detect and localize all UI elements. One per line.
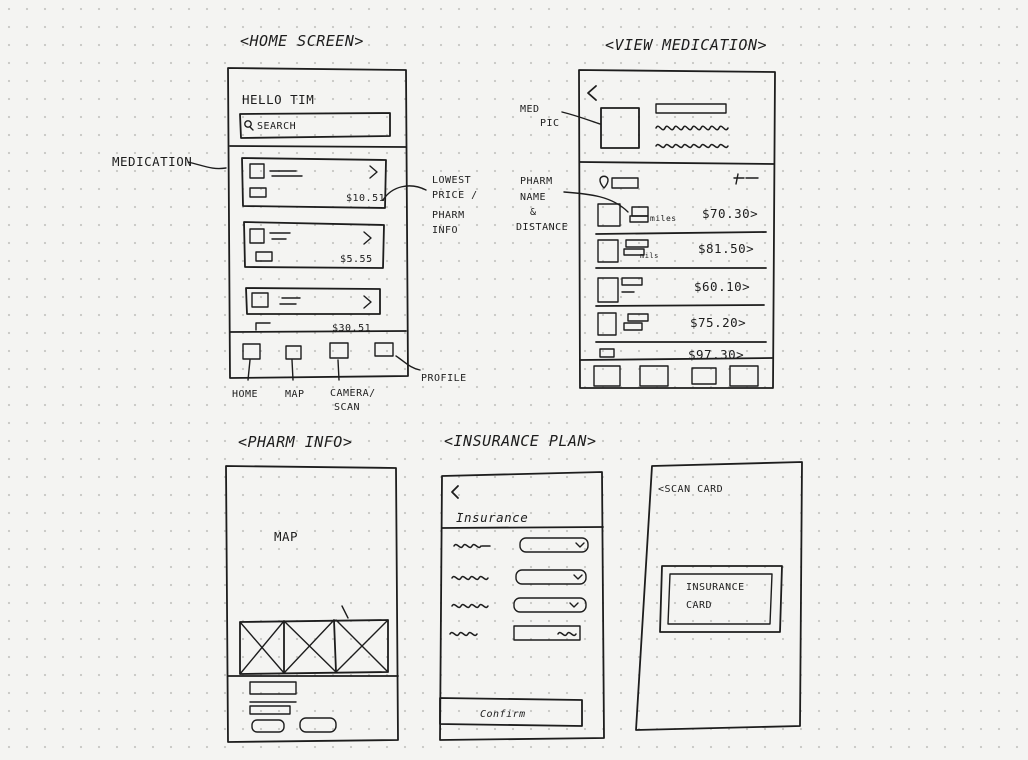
insurance-heading: Insurance xyxy=(456,510,528,525)
map-label: MAP xyxy=(274,529,298,544)
svg-text:PHARM: PHARM xyxy=(520,176,553,187)
pharmacy-row[interactable]: $60.10> xyxy=(597,277,750,303)
confirm-label: Confirm xyxy=(480,709,526,720)
back-chevron-icon[interactable] xyxy=(587,85,597,101)
profile-nav-icon[interactable] xyxy=(374,342,394,357)
medication-card[interactable]: $10.51 xyxy=(241,157,387,209)
insurance-dropdown[interactable] xyxy=(519,537,589,553)
svg-text:miles: miles xyxy=(650,214,677,223)
card-price: $10.51 xyxy=(346,193,385,204)
view-medication-annotations: MED PIC PHARM NAME & DISTANCE xyxy=(516,104,629,233)
card-price: $30.51 xyxy=(332,323,371,334)
svg-text:mils: mils xyxy=(640,252,659,260)
home-screen: <HOME SCREEN> HELLO TIM SEARCH $10.51 xyxy=(227,32,409,379)
scan-card-title: <SCAN CARD xyxy=(658,484,723,495)
location-pin-icon xyxy=(599,175,609,189)
pharmacy-row[interactable]: $75.20> xyxy=(597,312,746,336)
pharmacy-price: $70.30> xyxy=(702,206,758,221)
search-icon xyxy=(244,120,252,128)
filter-icon xyxy=(733,173,759,185)
chevron-right-icon xyxy=(369,165,378,179)
insurance-plan-title: <INSURANCE PLAN> xyxy=(444,432,597,450)
pharmacy-row[interactable]: mils $81.50> xyxy=(597,239,754,263)
action-button[interactable] xyxy=(299,717,337,733)
action-button[interactable] xyxy=(251,719,285,733)
pharmacy-price: $75.20> xyxy=(690,315,746,330)
chevron-right-icon xyxy=(363,231,372,245)
search-placeholder: SEARCH xyxy=(257,121,296,132)
insurance-dropdown[interactable] xyxy=(515,569,587,585)
card-label-line1: INSURANCE xyxy=(686,582,745,593)
pharmacy-price: $97.30> xyxy=(688,347,744,362)
svg-text:&: & xyxy=(530,207,537,218)
pharm-info-screen: <PHARM INFO> MAP xyxy=(225,433,399,743)
svg-text:INFO: INFO xyxy=(432,225,458,236)
chevron-down-icon xyxy=(575,542,585,548)
svg-text:CAMERA/: CAMERA/ xyxy=(330,388,376,399)
home-annotations: MEDICATION LOWEST PRICE / PHARM INFO HOM… xyxy=(112,154,478,413)
view-medication-title: <VIEW MEDICATION> xyxy=(605,36,767,54)
medication-annotation: MEDICATION xyxy=(112,154,192,169)
pharmacy-price: $81.50> xyxy=(698,241,754,256)
chevron-down-icon xyxy=(569,602,579,608)
confirm-button[interactable]: Confirm xyxy=(439,697,583,727)
svg-text:MED: MED xyxy=(520,104,540,115)
svg-text:PIC: PIC xyxy=(540,118,560,129)
svg-text:PROFILE: PROFILE xyxy=(421,373,467,384)
svg-text:MAP: MAP xyxy=(285,389,305,400)
back-chevron-icon[interactable] xyxy=(451,485,459,499)
chevron-down-icon xyxy=(573,574,583,580)
svg-text:DISTANCE: DISTANCE xyxy=(516,222,568,233)
pharmacy-price: $60.10> xyxy=(694,279,750,294)
view-medication-screen: <VIEW MEDICATION> miles $70.30> mils $81… xyxy=(578,36,776,389)
map-nav-icon[interactable] xyxy=(285,345,302,360)
svg-text:HOME: HOME xyxy=(232,389,258,400)
insurance-dropdown[interactable] xyxy=(513,597,587,613)
medication-picture xyxy=(600,107,640,149)
svg-text:SCAN: SCAN xyxy=(334,402,360,413)
insurance-plan-screen: <INSURANCE PLAN> Insurance Confirm xyxy=(439,432,605,741)
home-screen-title: <HOME SCREEN> xyxy=(240,32,364,50)
insurance-input[interactable] xyxy=(513,625,581,641)
chevron-right-icon xyxy=(363,295,372,309)
svg-text:PRICE /: PRICE / xyxy=(432,190,478,201)
pharm-info-title: <PHARM INFO> xyxy=(238,433,352,451)
insurance-card-frame[interactable]: INSURANCE CARD xyxy=(659,565,783,633)
nav-tab[interactable] xyxy=(639,365,669,387)
pharmacy-row[interactable]: miles $70.30> xyxy=(597,203,758,227)
scan-card-screen: <SCAN CARD INSURANCE CARD xyxy=(635,461,803,731)
photo-carousel[interactable] xyxy=(239,605,389,675)
greeting-text: HELLO TIM xyxy=(242,92,314,107)
home-nav-icon[interactable] xyxy=(242,343,261,360)
svg-text:LOWEST: LOWEST xyxy=(432,175,471,186)
card-price: $5.55 xyxy=(340,254,373,265)
svg-text:NAME: NAME xyxy=(520,192,546,203)
nav-tab[interactable] xyxy=(691,367,717,385)
nav-tab[interactable] xyxy=(729,365,759,387)
nav-tab[interactable] xyxy=(593,365,621,387)
search-input[interactable]: SEARCH xyxy=(239,112,391,139)
medication-thumbnail xyxy=(249,163,265,179)
medication-card[interactable]: $5.55 xyxy=(243,221,385,269)
card-label-line2: CARD xyxy=(686,600,712,611)
medication-card[interactable]: $30.51 xyxy=(245,287,381,334)
svg-text:PHARM: PHARM xyxy=(432,210,465,221)
camera-nav-icon[interactable] xyxy=(329,342,349,359)
